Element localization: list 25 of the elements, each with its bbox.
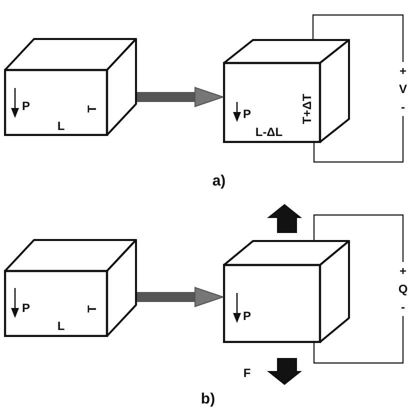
length-label: L bbox=[57, 320, 65, 332]
panel-label: a) bbox=[212, 174, 226, 188]
wire bbox=[312, 14, 404, 62]
panel-label: b) bbox=[200, 392, 216, 406]
cube bbox=[4, 38, 137, 136]
polarization-label: P bbox=[22, 100, 30, 112]
cube bbox=[223, 240, 350, 343]
polarization-label: P bbox=[243, 310, 251, 322]
length-label: L-ΔL bbox=[255, 126, 283, 138]
polarization-label: P bbox=[243, 108, 251, 120]
wire bbox=[313, 116, 404, 163]
force-label: F bbox=[243, 367, 251, 379]
wire bbox=[313, 214, 404, 262]
charge-label: + Q - bbox=[397, 262, 409, 316]
thickness-label: T bbox=[86, 305, 98, 313]
voltage-label: + V - bbox=[397, 62, 409, 116]
cube bbox=[4, 239, 137, 337]
cube bbox=[223, 39, 350, 143]
length-label: L bbox=[57, 120, 65, 132]
thickness-label: T+ΔT bbox=[301, 94, 313, 124]
arrow bbox=[137, 87, 224, 107]
arrow bbox=[137, 287, 224, 307]
thickness-label: T bbox=[86, 105, 98, 113]
wire bbox=[313, 316, 404, 364]
polarization-label: P bbox=[22, 302, 30, 314]
